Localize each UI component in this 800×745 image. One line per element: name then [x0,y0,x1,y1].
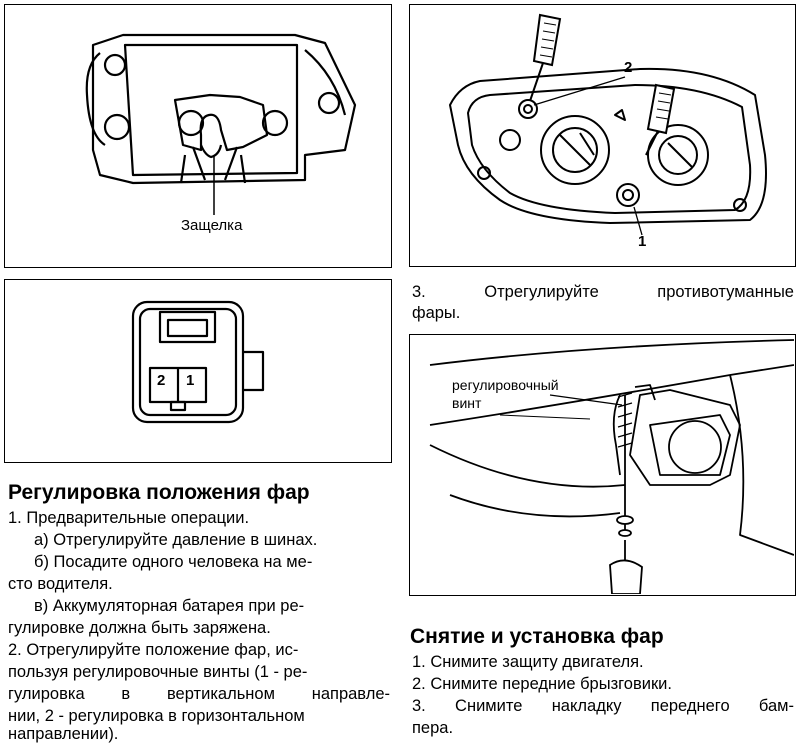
left-line-4: сто водителя. [8,575,113,593]
connector-pin-2: 2 [157,372,166,389]
left-line-9: гулировка в вертикальном направле- [8,685,390,703]
figure-latch: Защелка [4,4,392,268]
left-line-2: а) Отрегулируйте давление в шинах. [34,531,318,549]
right-line-1: 1. Снимите защиту двигателя. [412,653,644,671]
connector-drawing [131,300,265,424]
latch-drawing [85,33,357,215]
fog-lamp-label-2: винт [452,395,482,411]
right-line-3: 3. Снимите накладку переднего бам- [412,697,794,715]
headlight-drawing [449,13,767,236]
left-line-5: в) Аккумуляторная батарея при ре- [34,597,305,615]
figure-fog-lamp: регулировочный винт [409,334,796,596]
left-line-1: 1. Предварительные операции. [8,509,250,527]
left-line-3: б) Посадите одного человека на ме- [34,553,313,571]
left-line-10: нии, 2 - регулировка в горизонтальном [8,707,305,725]
left-line-7: 2. Отрегулируйте положение фар, ис- [8,641,299,659]
left-line-11: направлении). [8,725,119,743]
figure-headlight: 2 1 [409,4,796,267]
right-top-line-1: 3. Отрегулируйте противотуманные [412,283,794,301]
fog-lamp-label-1: регулировочный [452,377,559,393]
left-line-6: гулировке должна быть заряжена. [8,619,271,637]
figure-connector: 2 1 [4,279,392,463]
heading-headlight-adjustment: Регулировка положения фар [8,481,310,504]
left-line-8: пользуя регулировочные винты (1 - ре- [8,663,308,681]
right-top-line-2: фары. [412,304,461,322]
right-line-4: пера. [412,719,454,737]
headlight-callout-1: 1 [638,233,647,250]
latch-label: Защелка [181,217,243,234]
fog-lamp-drawing [429,339,794,594]
right-line-2: 2. Снимите передние брызговики. [412,675,672,693]
headlight-callout-2: 2 [624,59,633,76]
connector-pin-1: 1 [186,372,195,389]
heading-headlight-removal: Снятие и установка фар [410,625,664,648]
